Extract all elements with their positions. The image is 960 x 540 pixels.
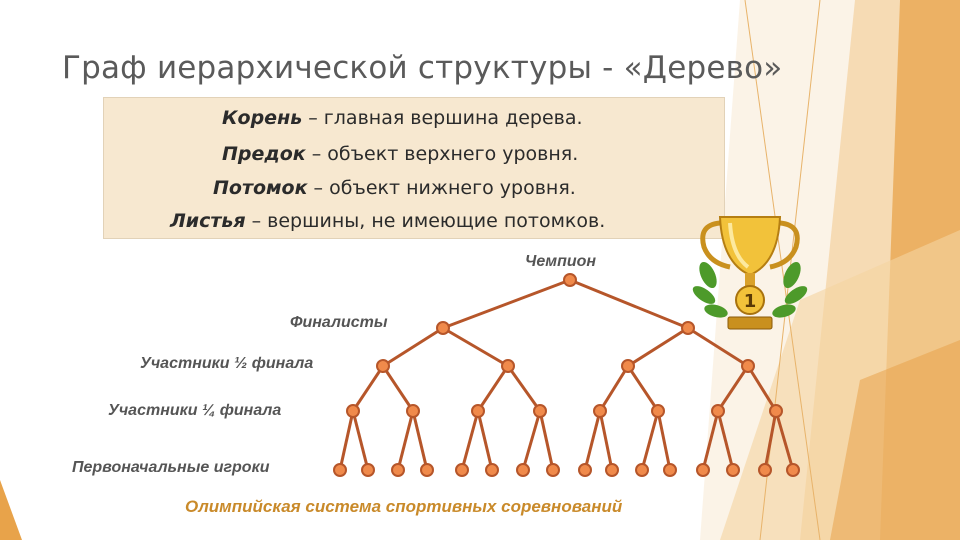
tree-node (769, 404, 783, 418)
tree-edge (396, 410, 415, 471)
tree-edge (351, 365, 385, 412)
tree-edge (382, 326, 444, 368)
tree-edge (476, 410, 494, 471)
tree-edge (774, 410, 795, 471)
tree-node (681, 321, 695, 335)
tree-node (420, 463, 434, 477)
tree-edge (716, 410, 735, 471)
figure-caption: Олимпийская система спортивных соревнова… (185, 497, 623, 516)
slide-title: Граф иерархической структуры - «Дерево» (62, 50, 783, 86)
tree-node (406, 404, 420, 418)
definitions-box (103, 97, 725, 239)
level-label-semifinal: Участники ½ финала (140, 355, 314, 372)
tree-node (621, 359, 635, 373)
tree-edge (569, 278, 689, 330)
tree-edge (338, 410, 355, 471)
tree-node (758, 463, 772, 477)
tree-node (593, 404, 607, 418)
tree-edge (746, 365, 778, 412)
tree-edge (381, 365, 415, 412)
level-label-quarterfinal: Участники ¼ финала (108, 402, 282, 419)
tree-node (696, 463, 710, 477)
tree-edge (351, 410, 370, 471)
tree-node (376, 359, 390, 373)
tree-node (501, 359, 515, 373)
tree-edge (476, 365, 510, 412)
definition-text: – вершины, не имеющие потомков. (245, 210, 606, 232)
tree-edge (598, 410, 614, 471)
tree-node (651, 404, 665, 418)
tree-node (711, 404, 725, 418)
definition-term: Листья (170, 210, 246, 232)
tree-edge (411, 410, 429, 471)
tree-node (786, 463, 800, 477)
definition-text: – главная вершина дерева. (302, 107, 583, 129)
tree-edge (627, 326, 689, 368)
definition-term: Потомок (213, 177, 308, 199)
definition-text: – объект нижнего уровня. (307, 177, 576, 199)
tree-node (333, 463, 347, 477)
tree-root-node (563, 273, 577, 287)
tree-edge (442, 278, 571, 330)
tree-node (578, 463, 592, 477)
definition-root: Корень – главная вершина дерева. (222, 107, 902, 129)
tree-edge (506, 365, 542, 412)
tree-node (391, 463, 405, 477)
definition-text: – объект верхнего уровня. (305, 143, 579, 165)
tree-edge (442, 326, 509, 368)
tree-node (471, 404, 485, 418)
tree-edge (716, 365, 750, 412)
tree-node (436, 321, 450, 335)
tree-node (605, 463, 619, 477)
tree-node (533, 404, 547, 418)
tree-node (546, 463, 560, 477)
tree-node (516, 463, 530, 477)
tree-edge (583, 410, 602, 471)
tree-edge (640, 410, 660, 471)
tree-edge (763, 410, 778, 471)
tree-node (726, 463, 740, 477)
tree-nodes (333, 273, 800, 477)
tree-edge (656, 410, 672, 471)
definition-term: Предок (222, 143, 306, 165)
tree-edges (338, 278, 795, 471)
trophy-icon: 1 (692, 216, 808, 330)
definition-term: Корень (222, 107, 303, 129)
trophy-badge: 1 (744, 291, 757, 312)
tree-edge (460, 410, 480, 471)
tree-node (663, 463, 677, 477)
tree-edge (701, 410, 720, 471)
tree-edge (538, 410, 555, 471)
tree-node (455, 463, 469, 477)
level-label-champion: Чемпион (525, 253, 597, 270)
level-label-initial: Первоначальные игроки (72, 459, 270, 476)
tree-edge (521, 410, 542, 471)
tree-edge (687, 326, 749, 368)
definition-ancestor: Предок – объект верхнего уровня. (222, 143, 902, 165)
tree-node (741, 359, 755, 373)
definition-descendant: Потомок – объект нижнего уровня. (213, 177, 893, 199)
tree-node (635, 463, 649, 477)
tree-node (485, 463, 499, 477)
tree-node (361, 463, 375, 477)
tree-edge (598, 365, 630, 412)
tree-node (346, 404, 360, 418)
definition-leaves: Листья – вершины, не имеющие потомков. (170, 210, 850, 232)
tree-edge (626, 365, 660, 412)
level-label-finalists: Финалисты (290, 314, 388, 331)
